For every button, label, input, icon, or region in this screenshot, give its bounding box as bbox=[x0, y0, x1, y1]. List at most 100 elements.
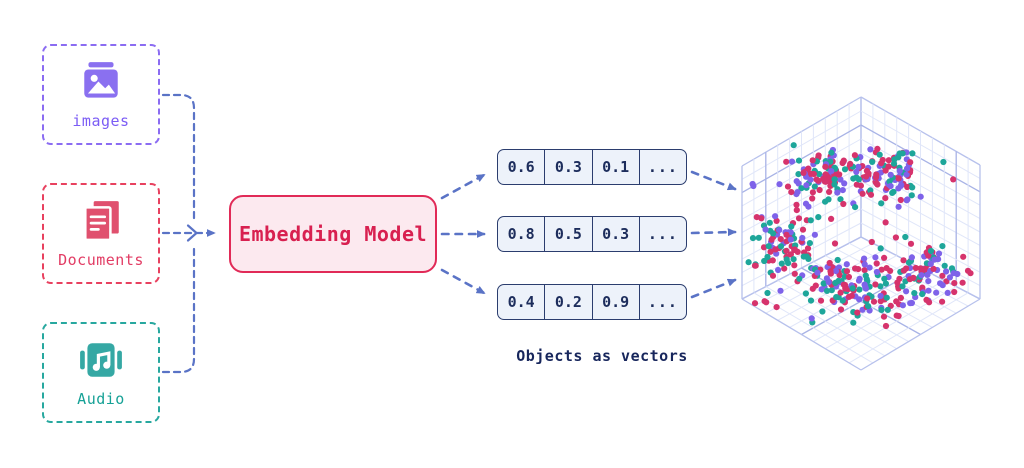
embedding-point bbox=[766, 219, 773, 226]
embedding-point bbox=[933, 289, 940, 296]
arrow-model-to-vector-3 bbox=[440, 268, 486, 295]
source-box-documents: Documents bbox=[42, 183, 160, 284]
embedding-point bbox=[895, 203, 902, 210]
embedding-point bbox=[764, 253, 771, 261]
embedding-point bbox=[905, 259, 913, 266]
embedding-point bbox=[923, 296, 930, 303]
embedding-point bbox=[805, 165, 812, 172]
embedding-point bbox=[863, 173, 870, 180]
embedding-point bbox=[788, 189, 795, 196]
embedding-point bbox=[795, 171, 802, 178]
embedding-point bbox=[793, 201, 800, 208]
embedding-point bbox=[845, 273, 852, 281]
embedding-point bbox=[940, 158, 947, 166]
embedding-point bbox=[770, 230, 777, 237]
embedding-point bbox=[931, 256, 938, 263]
embedding-point bbox=[899, 150, 906, 157]
embedding-point bbox=[897, 196, 904, 204]
embedding-point bbox=[856, 296, 863, 303]
embedding-point bbox=[882, 219, 889, 226]
embedding-point bbox=[839, 297, 846, 304]
vector-cell-ellipsis: ... bbox=[647, 225, 678, 243]
documents-icon bbox=[84, 201, 119, 242]
embedding-point bbox=[811, 183, 818, 190]
vector-cell: 0.8 bbox=[498, 217, 546, 251]
embedding-point bbox=[834, 189, 841, 196]
embedding-point bbox=[941, 262, 948, 269]
embedding-point bbox=[912, 264, 919, 272]
embedding-point bbox=[843, 268, 851, 275]
embedding-point bbox=[852, 204, 859, 211]
embedding-point bbox=[767, 248, 774, 255]
embedding-point bbox=[872, 254, 879, 261]
embedding-point bbox=[918, 272, 925, 279]
embedding-point bbox=[885, 163, 892, 170]
vector-cell: 0.1 bbox=[593, 150, 640, 184]
embedding-point bbox=[902, 233, 909, 241]
embedding-point bbox=[818, 286, 825, 293]
embedding-point bbox=[882, 322, 890, 330]
source-box-audio: Audio bbox=[42, 322, 160, 423]
embedding-point bbox=[755, 234, 762, 241]
embedding-point bbox=[793, 178, 800, 185]
embedding-point bbox=[845, 293, 852, 300]
source-box-images: images bbox=[42, 44, 160, 145]
embedding-point bbox=[919, 284, 926, 291]
embedding-point bbox=[869, 158, 876, 165]
embedding-point bbox=[893, 312, 900, 319]
source-label-audio: Audio bbox=[77, 390, 125, 408]
embedding-point bbox=[803, 182, 810, 189]
embedding-point bbox=[861, 281, 868, 288]
embedding-point bbox=[749, 235, 757, 242]
embedding-point bbox=[753, 214, 760, 221]
embedding-point bbox=[788, 223, 795, 230]
embedding-point bbox=[837, 289, 844, 296]
embedding-point bbox=[959, 279, 966, 286]
embedding-point bbox=[796, 275, 803, 282]
embedding-point bbox=[855, 163, 862, 170]
embedding-point bbox=[831, 176, 838, 183]
embedding-point bbox=[795, 215, 803, 222]
embedding-point bbox=[895, 175, 902, 182]
embedding-point bbox=[837, 176, 844, 183]
embedding-point bbox=[908, 192, 915, 199]
embedding-point bbox=[907, 240, 915, 247]
embedding-point bbox=[861, 255, 868, 262]
embedding-point bbox=[777, 287, 784, 294]
embedding-point bbox=[865, 303, 872, 310]
embedding-point bbox=[791, 246, 798, 254]
embedding-point bbox=[927, 247, 935, 255]
embedding-point bbox=[817, 297, 825, 304]
embedding-point bbox=[908, 254, 915, 261]
embedding-point bbox=[839, 159, 846, 167]
connector-images bbox=[161, 93, 196, 223]
embedding-point bbox=[896, 275, 903, 282]
embedding-point bbox=[784, 183, 792, 190]
embedding-point bbox=[814, 269, 821, 276]
embedding-point bbox=[776, 181, 783, 188]
embedding-point bbox=[908, 299, 915, 307]
embedding-point bbox=[841, 166, 849, 173]
embedding-point bbox=[950, 176, 957, 183]
embedding-point bbox=[903, 288, 910, 295]
embedding-point bbox=[910, 274, 917, 281]
vector-row: 0.4 0.2 0.9 ... bbox=[497, 284, 687, 320]
embedding-point bbox=[907, 159, 914, 166]
embedding-point bbox=[882, 280, 889, 287]
vectors-caption: Objects as vectors bbox=[516, 347, 688, 365]
embedding-point bbox=[944, 289, 951, 296]
embedding-point bbox=[881, 254, 888, 261]
vector-cell: 0.4 bbox=[498, 285, 546, 319]
embedding-point bbox=[811, 231, 818, 238]
embedding-point bbox=[881, 275, 888, 282]
embedding-point bbox=[804, 245, 812, 252]
embedding-model-box: Embedding Model bbox=[229, 195, 437, 273]
vector-cell: 0.6 bbox=[498, 150, 546, 184]
embedding-point bbox=[751, 300, 759, 307]
embedding-point bbox=[799, 226, 807, 233]
embedding-point bbox=[764, 289, 771, 297]
embedding-point bbox=[822, 163, 829, 170]
source-label-images: images bbox=[72, 112, 130, 130]
embedding-point bbox=[772, 246, 779, 253]
embedding-point bbox=[761, 298, 768, 305]
